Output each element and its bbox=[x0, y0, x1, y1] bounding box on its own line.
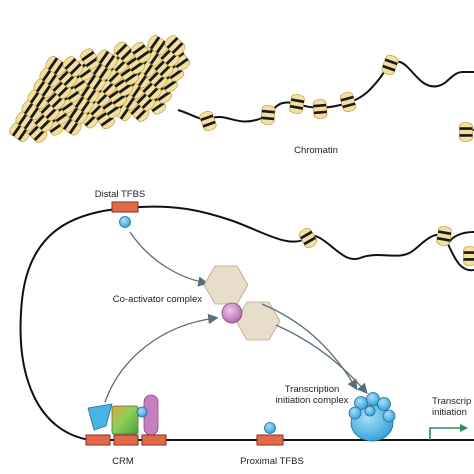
crm-tfbs-box bbox=[85, 434, 111, 446]
nucleosome-icon bbox=[128, 101, 150, 122]
coactivator-hexagon-icon bbox=[203, 265, 249, 305]
tic-label-line1: Transcription bbox=[285, 384, 340, 395]
transcription-initiation-label-line2: initiation bbox=[432, 407, 467, 418]
dna-right-tail bbox=[447, 231, 474, 245]
nucleosome-icon bbox=[45, 55, 67, 77]
crm-small-factor-icon bbox=[136, 406, 148, 418]
nucleosome-icon bbox=[459, 122, 473, 142]
proximal-tfbs-box bbox=[256, 434, 284, 446]
tic-label-line2: initiation complex bbox=[276, 395, 349, 406]
nucleosome-icon bbox=[79, 48, 101, 70]
proximal-tfbs-label: Proximal TFBS bbox=[240, 456, 304, 467]
proximal-transcription-factor-icon bbox=[264, 422, 276, 434]
arrow-crm-to-coactivator bbox=[104, 313, 219, 403]
tic-subunit-icon bbox=[377, 397, 391, 411]
crm-tfbs-box bbox=[113, 434, 139, 446]
condensed-chromatin-fibre bbox=[9, 34, 191, 143]
arrow-distal-to-coactivator bbox=[129, 231, 209, 287]
distal-tfbs-box bbox=[111, 201, 139, 213]
nucleosome-icon bbox=[130, 41, 152, 64]
distal-tfbs-label: Distal TFBS bbox=[95, 189, 146, 200]
regulation-panel: Distal TFBS Co-activator complex CRM bbox=[19, 189, 474, 467]
nucleosome-icon bbox=[463, 246, 474, 266]
nucleosome-icon bbox=[436, 225, 452, 247]
tic-subunit-icon bbox=[364, 405, 376, 417]
dna-loop bbox=[19, 205, 474, 441]
nucleosome-icon bbox=[339, 91, 357, 113]
arrow-coactivator-to-tic-2 bbox=[275, 324, 368, 394]
nucleosome-icon bbox=[289, 93, 305, 115]
tic-subunit-icon bbox=[348, 406, 362, 420]
open-nucleosomes bbox=[199, 54, 473, 142]
nucleosome-icon bbox=[62, 56, 84, 77]
nucleosome-icon bbox=[312, 99, 328, 119]
coactivator-ball-icon bbox=[221, 302, 243, 324]
coactivator-complex bbox=[203, 265, 281, 341]
tic-subunit-icon bbox=[382, 409, 396, 423]
chromatin-panel: Chromatin bbox=[9, 34, 474, 156]
nucleosome-icon bbox=[164, 35, 186, 56]
tss-arrow-icon bbox=[429, 427, 462, 440]
coactivator-complex-label: Co-activator complex bbox=[113, 294, 202, 305]
nucleosome-icon bbox=[260, 105, 276, 125]
crm-tfbs-box bbox=[141, 434, 167, 446]
coactivator-hexagon-icon bbox=[235, 301, 281, 341]
nucleosome-icon bbox=[298, 227, 318, 249]
chromatin-label: Chromatin bbox=[294, 145, 338, 156]
distal-transcription-factor-icon bbox=[119, 216, 131, 228]
arrow-coactivator-to-tic bbox=[261, 303, 358, 391]
crm-factor-green-icon bbox=[111, 405, 139, 435]
crm-module bbox=[85, 394, 167, 446]
transcription-initiation-complex bbox=[348, 392, 396, 442]
nucleosome-icon bbox=[113, 41, 135, 63]
crm-factor-triangle-icon bbox=[87, 403, 113, 431]
transcription-initiation-label-line1: Transcrip bbox=[432, 396, 471, 407]
nucleosome-icon bbox=[147, 34, 169, 56]
nucleosome-icon bbox=[96, 49, 118, 70]
crm-label: CRM bbox=[112, 456, 134, 467]
nucleosome-icon bbox=[381, 54, 399, 76]
nucleosome-icon bbox=[199, 110, 217, 132]
tss-arrowhead-icon bbox=[460, 424, 468, 432]
loop-nucleosomes bbox=[298, 225, 474, 266]
